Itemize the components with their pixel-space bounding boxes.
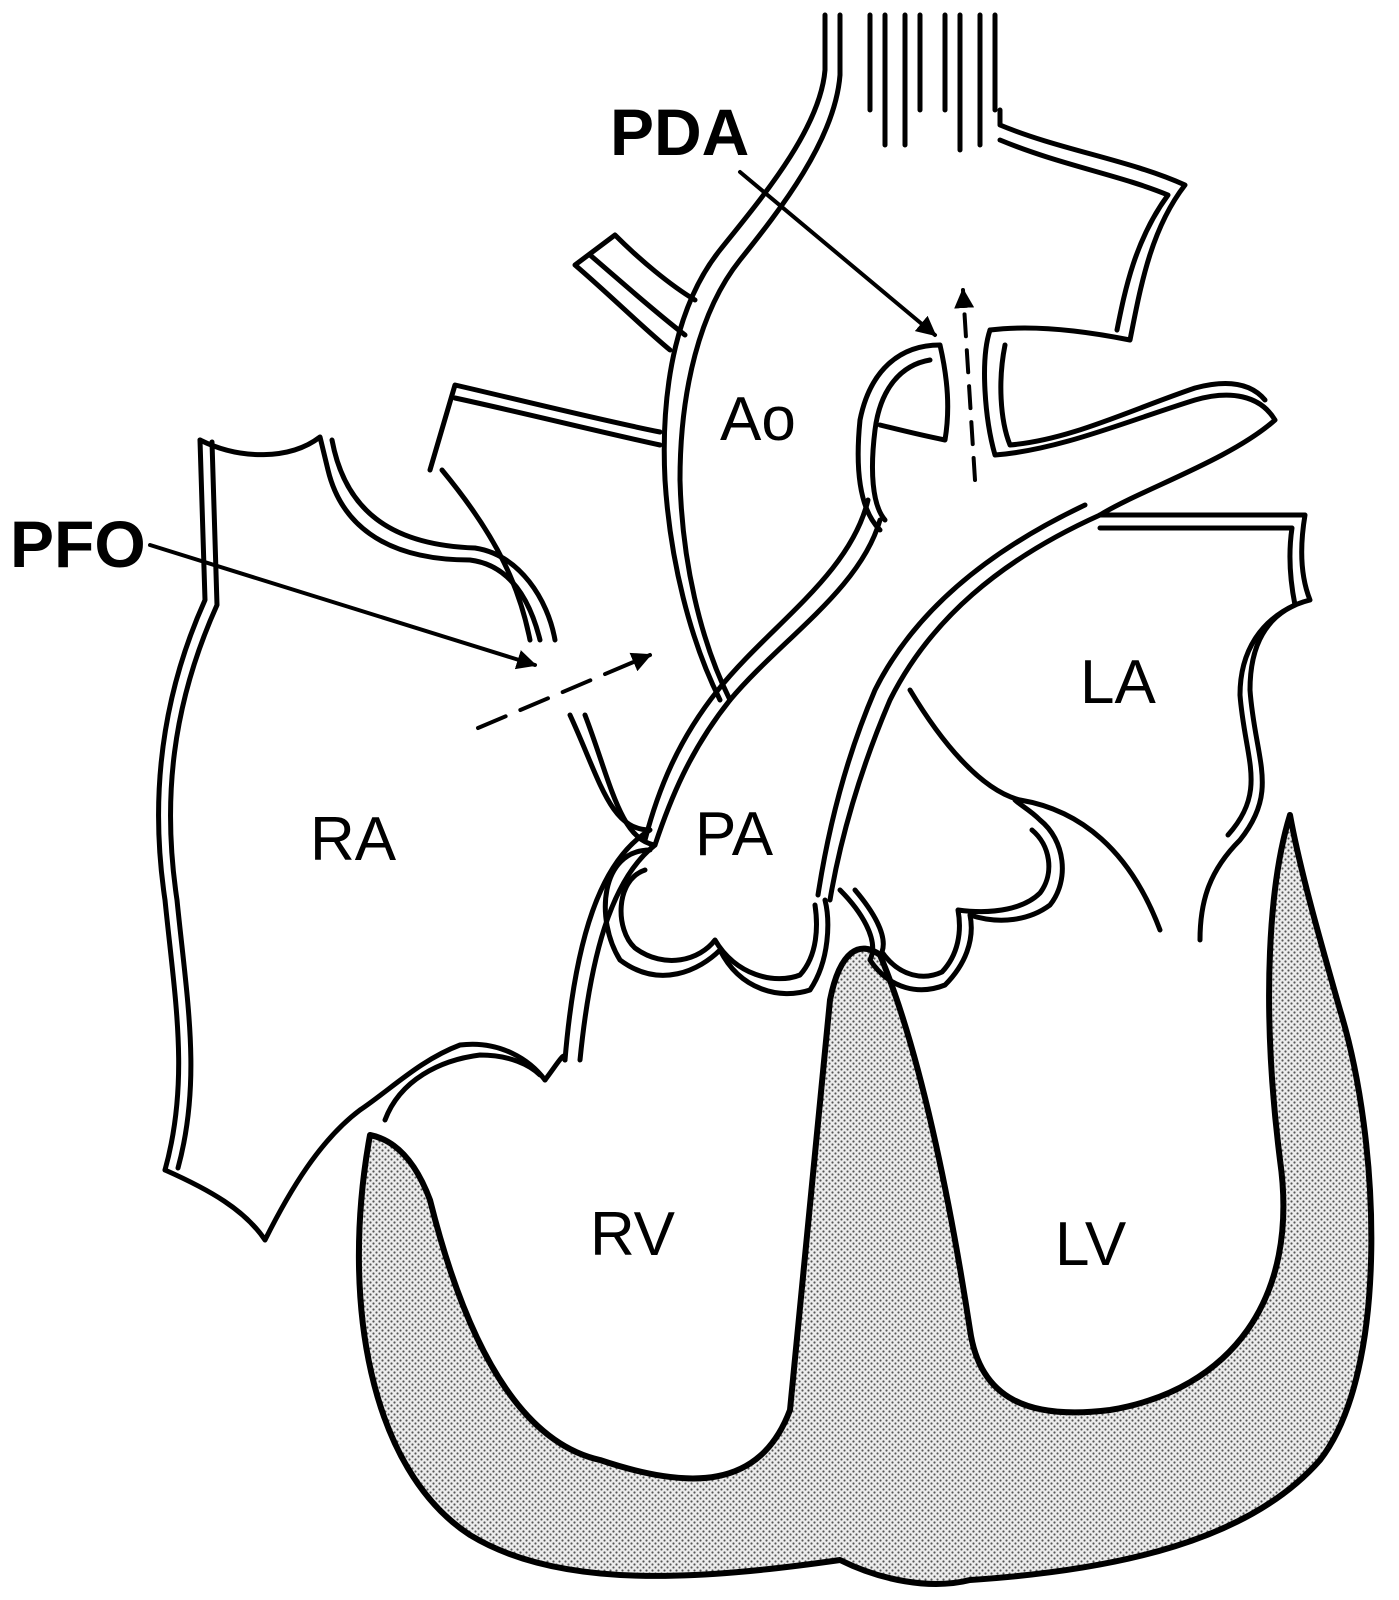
pda-flow-arrow — [954, 288, 977, 482]
descending-aorta-inner — [998, 342, 1268, 448]
ventricular-myocardium — [355, 812, 1375, 1587]
aortic-arch-outline-inner — [997, 137, 1171, 333]
left-atrium-wall — [1097, 512, 1313, 943]
descending-aorta — [982, 327, 1278, 518]
atrial-septum — [562, 712, 653, 1063]
right-pulmonary-vein — [427, 382, 663, 473]
pda-arrow — [738, 170, 937, 337]
pfo-arrow — [148, 543, 537, 670]
pulmonary-artery-label: PA — [695, 800, 774, 869]
brachiocephalic-vessel — [572, 232, 698, 353]
pulmonary-artery-wall-right — [827, 512, 1103, 903]
aorta-label: Ao — [720, 385, 796, 454]
aortic-valve-cusps-inner — [852, 827, 1052, 979]
tricuspid-leaflet — [382, 1052, 543, 1123]
pda-label: PDA — [610, 95, 749, 169]
right-ventricle-free-wall — [542, 1053, 568, 1083]
aorta-wall-left — [661, 12, 828, 703]
right-atrium-wall — [156, 437, 208, 1173]
left-ventricle-label: LV — [1055, 1210, 1127, 1279]
left-atrium-wall-inner — [1097, 525, 1298, 838]
pulmonary-artery-wall-left — [652, 517, 883, 848]
aorta-wall-left-inner — [677, 12, 843, 703]
right-ventricle-label: RV — [590, 1200, 676, 1269]
pulmonary-valve-cusps-inner — [618, 867, 819, 982]
aortic-arch-outline — [987, 107, 1188, 343]
left-atrium-label: LA — [1080, 648, 1156, 717]
aortic-arch-top — [867, 12, 998, 153]
pfo-flow-arrow — [476, 652, 652, 730]
aortic-valve-cusps — [837, 797, 1065, 993]
mitral-region — [907, 687, 1163, 933]
pulmonary-artery-wall-left-inner — [642, 497, 871, 843]
right-pulmonary-vein-lower — [452, 395, 663, 448]
inferior-vena-cava — [162, 1041, 548, 1243]
superior-vena-cava-inner — [329, 437, 558, 643]
right-atrium-wall-inner — [168, 439, 220, 1171]
pfo-label: PFO — [10, 507, 146, 581]
pulmonary-valve-cusps — [602, 847, 831, 997]
pulmonary-artery-wall-right-inner — [815, 502, 1088, 898]
ductus-loop-inner — [869, 357, 933, 523]
right-pulmonary-vein-inner — [439, 467, 533, 643]
right-atrium-label: RA — [310, 805, 397, 874]
